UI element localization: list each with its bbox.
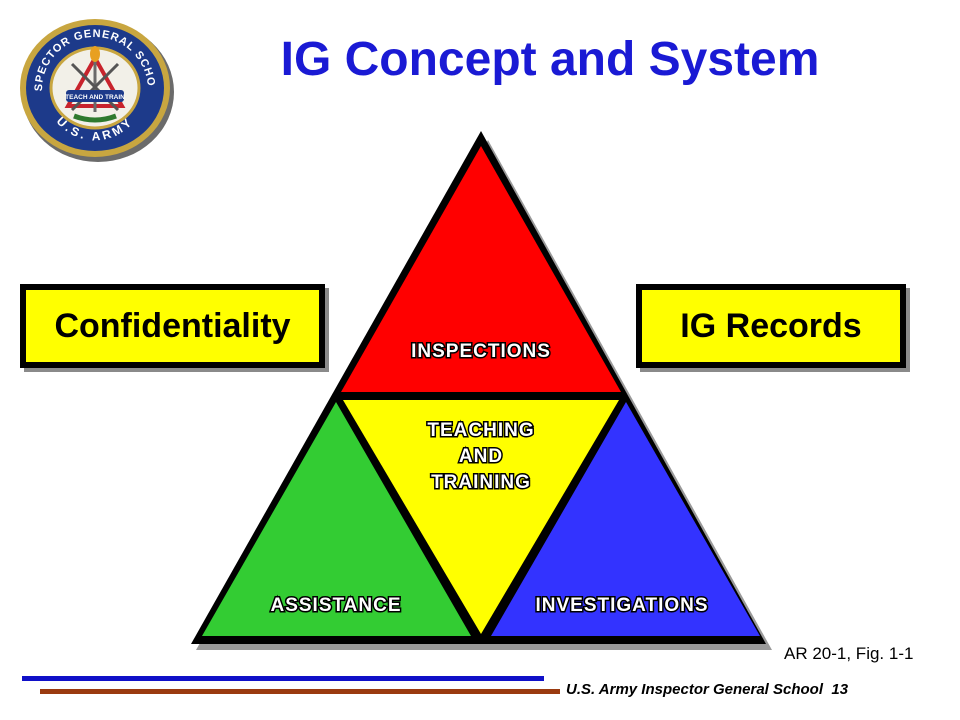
footer-school-name: U.S. Army Inspector General School	[566, 681, 824, 698]
teaching-training-segment	[343, 400, 619, 634]
confidentiality-box: Confidentiality	[20, 284, 325, 368]
assistance-label: ASSISTANCE	[270, 595, 401, 616]
teaching-label-line-3: TRAINING	[431, 472, 531, 493]
footer-rule-brown	[40, 689, 560, 694]
inspections-label: INSPECTIONS	[411, 341, 551, 362]
inspections-segment	[341, 146, 621, 392]
ig-records-box: IG Records	[636, 284, 906, 368]
seal-ribbon-text: TEACH AND TRAIN	[65, 94, 125, 101]
ig-records-label: IG Records	[680, 306, 862, 345]
investigations-segment	[491, 402, 760, 636]
footer: U.S. Army Inspector General School 13	[566, 681, 848, 698]
page-number: 13	[831, 681, 849, 698]
teaching-label-line-2: AND	[459, 446, 503, 467]
figure-reference: AR 20-1, Fig. 1-1	[784, 644, 914, 663]
footer-rule-blue	[22, 676, 544, 681]
confidentiality-label: Confidentiality	[54, 306, 291, 345]
slide-title: IG Concept and System	[280, 33, 820, 86]
investigations-label: INVESTIGATIONS	[535, 595, 708, 616]
assistance-segment	[202, 402, 471, 636]
teaching-label-line-1: TEACHING	[427, 420, 534, 441]
